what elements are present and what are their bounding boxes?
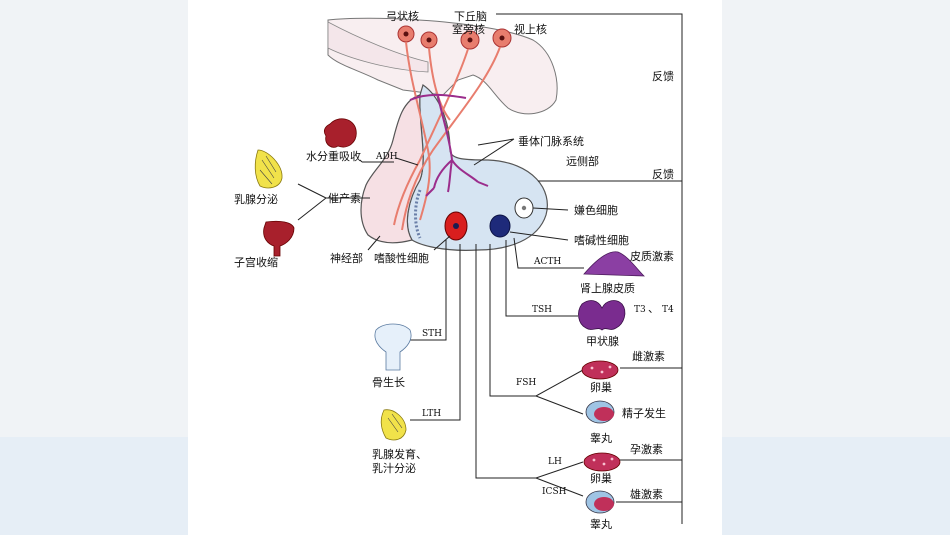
label-ovary-1: 卵巢 (590, 381, 612, 394)
arcuate-neuron (397, 25, 431, 221)
acidophil-pointer (433, 235, 451, 251)
label-paraventricular: 室旁核 (452, 22, 485, 36)
lh-line (475, 244, 584, 497)
label-testis-1: 睾丸 (590, 431, 612, 445)
ovary-icon-1 (581, 360, 619, 380)
breast-icon-top (254, 149, 283, 189)
fsh-line (489, 244, 584, 415)
label-tsh: TSH (532, 305, 552, 315)
label-uterus: 子宫收缩 (234, 255, 278, 269)
label-feedback-2: 反馈 (652, 168, 674, 181)
label-acth: ACTH (533, 257, 561, 267)
adrenal-icon (583, 251, 645, 277)
label-lth: LTH (422, 409, 441, 419)
portal-pointer (473, 138, 515, 166)
label-icsh: ICSH (542, 487, 567, 497)
pars-nervosa-pointer (367, 235, 381, 251)
testis-icon-2 (585, 490, 615, 514)
label-t4: T4 (662, 305, 674, 315)
label-water: 水分重吸收 (306, 149, 361, 163)
thyroid-icon (578, 300, 626, 331)
label-separator: 、 (648, 302, 659, 315)
label-pars-nervosa: 神经部 (330, 251, 363, 265)
uterus-icon (263, 220, 295, 257)
optic-chiasm-shape (327, 21, 429, 73)
tsh-line (505, 240, 578, 317)
label-basophil: 嗜碱性细胞 (574, 233, 629, 247)
acidophil-cell (444, 211, 468, 241)
portal-vessels (409, 93, 489, 197)
testis-icon-1 (585, 400, 615, 424)
label-bone: 骨生长 (372, 375, 405, 389)
bone-icon (374, 323, 412, 371)
label-breast-dev-1: 乳腺发育、 (372, 447, 427, 461)
label-thyroid: 甲状腺 (586, 334, 619, 348)
label-sperm: 精子发生 (622, 406, 666, 420)
label-testis-2: 睾丸 (590, 517, 612, 531)
label-adrenal: 肾上腺皮质 (580, 281, 635, 295)
acth-line (513, 237, 584, 269)
label-portal: 垂体门脉系统 (518, 134, 584, 148)
label-adh: ADH (375, 152, 398, 162)
breast-icon-bottom (380, 409, 407, 441)
label-androgen: 雄激素 (630, 487, 663, 501)
sth-line (410, 240, 447, 341)
lth-line (410, 244, 461, 421)
basophil-cell (489, 214, 511, 238)
label-feedback-1: 反馈 (652, 70, 674, 83)
basophil-pointer (509, 231, 569, 241)
adh-line (359, 159, 363, 163)
pars-intermedia (414, 189, 422, 239)
ovary-icon-2 (583, 452, 621, 472)
label-progesterone: 孕激素 (630, 442, 663, 456)
label-hypothalamus: 下丘脑 (454, 10, 487, 23)
label-lh: LH (548, 457, 562, 467)
label-ovary-2: 卵巢 (590, 472, 612, 485)
label-fsh: FSH (516, 378, 536, 388)
label-arcuate: 弓状核 (386, 9, 419, 23)
adh-arrow (362, 157, 419, 166)
feedback-line-top (496, 13, 683, 182)
label-sth: STH (422, 329, 442, 339)
chromophobe-pointer (532, 207, 569, 211)
label-acidophil: 嗜酸性细胞 (374, 251, 429, 265)
label-estrogen: 雌激素 (632, 349, 665, 363)
label-supraoptic: 视上核 (514, 22, 547, 36)
supraoptic-neuron (401, 28, 512, 231)
label-distal: 远侧部 (566, 154, 599, 168)
oxytocin-lines (297, 183, 370, 221)
pituitary-diagram: 弓状核 下丘脑 室旁核 视上核 反馈 反馈 垂体门脉系统 远侧部 水分重吸收 A… (234, 9, 683, 531)
label-t3: T3 (634, 305, 646, 315)
label-breast-dev-2: 乳汁分泌 (372, 462, 416, 475)
label-chromophobe: 嫌色细胞 (574, 203, 618, 217)
label-breast-secretion: 乳腺分泌 (234, 192, 278, 206)
chromophobe-cell (514, 197, 534, 219)
kidney-icon (323, 118, 357, 148)
paraventricular-neuron (393, 30, 480, 226)
label-cortex-hormone: 皮质激素 (630, 249, 674, 263)
hypothalamic-neuron-1 (420, 31, 451, 121)
